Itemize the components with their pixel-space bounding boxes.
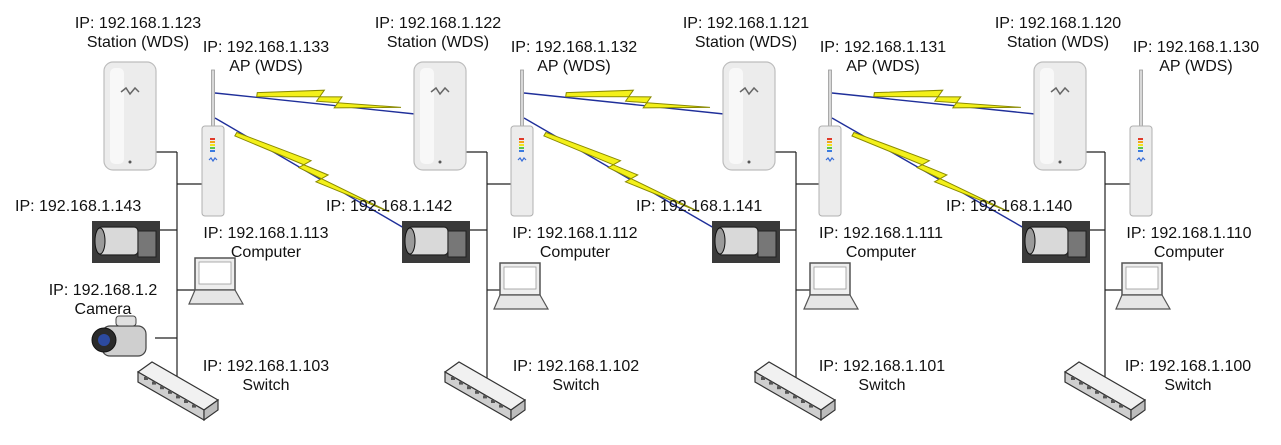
ap-label: IP: 192.168.1.133 AP (WDS) — [203, 38, 329, 76]
laptop-icon — [493, 262, 550, 310]
ap-ip: IP: 192.168.1.131 — [819, 39, 947, 56]
ap-label: IP: 192.168.1.132 AP (WDS) — [511, 38, 637, 76]
station-label: IP: 192.168.1.121 Station (WDS) — [683, 14, 809, 52]
computer-role: Computer — [845, 244, 917, 261]
ap-radio-icon — [818, 69, 842, 217]
computer-label: IP: 192.168.1.112 Computer — [512, 224, 637, 262]
ap-role: AP (WDS) — [229, 58, 303, 75]
lightning-bolt-icon — [851, 131, 1010, 213]
computer-role: Computer — [1153, 244, 1225, 261]
radio-beam — [214, 92, 416, 115]
computer-label: IP: 192.168.1.110 Computer — [1126, 224, 1251, 262]
ip-camera-icon — [92, 221, 160, 263]
radio-beam — [523, 92, 725, 115]
ap-radio-icon — [510, 69, 534, 217]
video-camera-role: Camera — [74, 301, 132, 318]
ap-ip: IP: 192.168.1.132 — [510, 39, 638, 56]
switch-role: Switch — [1164, 377, 1212, 394]
ap-label: IP: 192.168.1.131 AP (WDS) — [820, 38, 946, 76]
laptop-icon — [1115, 262, 1172, 310]
ip-camera-icon — [1022, 221, 1090, 263]
computer-role: Computer — [539, 244, 611, 261]
lightning-bolt-icon — [543, 131, 700, 213]
computer-ip: IP: 192.168.1.110 — [1126, 225, 1252, 242]
lightning-bolt-icon — [565, 89, 711, 109]
computer-label: IP: 192.168.1.111 Computer — [819, 224, 943, 262]
station-ip: IP: 192.168.1.123 — [74, 15, 202, 32]
station-role: Station (WDS) — [86, 34, 190, 51]
computer-ip: IP: 192.168.1.113 — [203, 225, 329, 242]
switch-icon — [136, 361, 220, 422]
station-ip: IP: 192.168.1.120 — [994, 15, 1122, 32]
ap-role: AP (WDS) — [846, 58, 920, 75]
switch-ip: IP: 192.168.1.100 — [1124, 358, 1252, 375]
station-radio-icon — [103, 61, 157, 171]
ap-role: AP (WDS) — [1159, 58, 1233, 75]
station-radio-icon — [1033, 61, 1087, 171]
station-role: Station (WDS) — [386, 34, 490, 51]
switch-icon — [443, 361, 527, 422]
switch-ip: IP: 192.168.1.102 — [512, 358, 640, 375]
ap-label: IP: 192.168.1.130 AP (WDS) — [1133, 38, 1259, 76]
ip-camera-ip: IP: 192.168.1.141 — [636, 198, 763, 215]
ip-camera-ip: IP: 192.168.1.142 — [326, 198, 453, 215]
switch-ip: IP: 192.168.1.101 — [818, 358, 946, 375]
station-ip: IP: 192.168.1.122 — [374, 15, 502, 32]
ip-camera-icon — [712, 221, 780, 263]
switch-icon — [753, 361, 837, 422]
laptop-icon — [803, 262, 860, 310]
video-camera-ip: IP: 192.168.1.2 — [48, 282, 158, 299]
ip-camera-icon — [402, 221, 470, 263]
station-radio-icon — [413, 61, 467, 171]
switch-role: Switch — [552, 377, 600, 394]
switch-label: IP: 192.168.1.100 Switch — [1125, 357, 1251, 395]
ap-radio-icon — [201, 69, 225, 217]
switch-label: IP: 192.168.1.101 Switch — [819, 357, 945, 395]
lightning-bolt-icon — [256, 89, 402, 109]
switch-role: Switch — [858, 377, 906, 394]
station-ip: IP: 192.168.1.121 — [682, 15, 810, 32]
computer-ip: IP: 192.168.1.111 — [819, 225, 943, 242]
video-camera-label: IP: 192.168.1.2 Camera — [49, 281, 158, 319]
ap-ip: IP: 192.168.1.133 — [202, 39, 330, 56]
switch-role: Switch — [242, 377, 290, 394]
video-camera-icon — [91, 315, 147, 357]
station-role: Station (WDS) — [1006, 34, 1110, 51]
ap-ip: IP: 192.168.1.130 — [1132, 39, 1260, 56]
switch-ip: IP: 192.168.1.103 — [202, 358, 330, 375]
computer-role: Computer — [230, 244, 302, 261]
switch-label: IP: 192.168.1.102 Switch — [513, 357, 639, 395]
station-label: IP: 192.168.1.122 Station (WDS) — [375, 14, 501, 52]
lightning-bolt-icon — [873, 89, 1021, 109]
ip-camera-ip: IP: 192.168.1.143 — [15, 198, 142, 215]
ap-radio-icon — [1129, 69, 1153, 217]
switch-label: IP: 192.168.1.103 Switch — [203, 357, 329, 395]
station-radio-icon — [722, 61, 776, 171]
station-role: Station (WDS) — [694, 34, 798, 51]
computer-label: IP: 192.168.1.113 Computer — [203, 224, 328, 262]
computer-ip: IP: 192.168.1.112 — [512, 225, 638, 242]
station-label: IP: 192.168.1.120 Station (WDS) — [995, 14, 1121, 52]
ip-camera-ip: IP: 192.168.1.140 — [946, 198, 1073, 215]
laptop-icon — [188, 257, 245, 305]
lightning-bolt-icon — [234, 131, 390, 213]
ap-role: AP (WDS) — [537, 58, 611, 75]
switch-icon — [1063, 361, 1147, 422]
station-label: IP: 192.168.1.123 Station (WDS) — [75, 14, 201, 52]
radio-beam — [831, 92, 1036, 115]
